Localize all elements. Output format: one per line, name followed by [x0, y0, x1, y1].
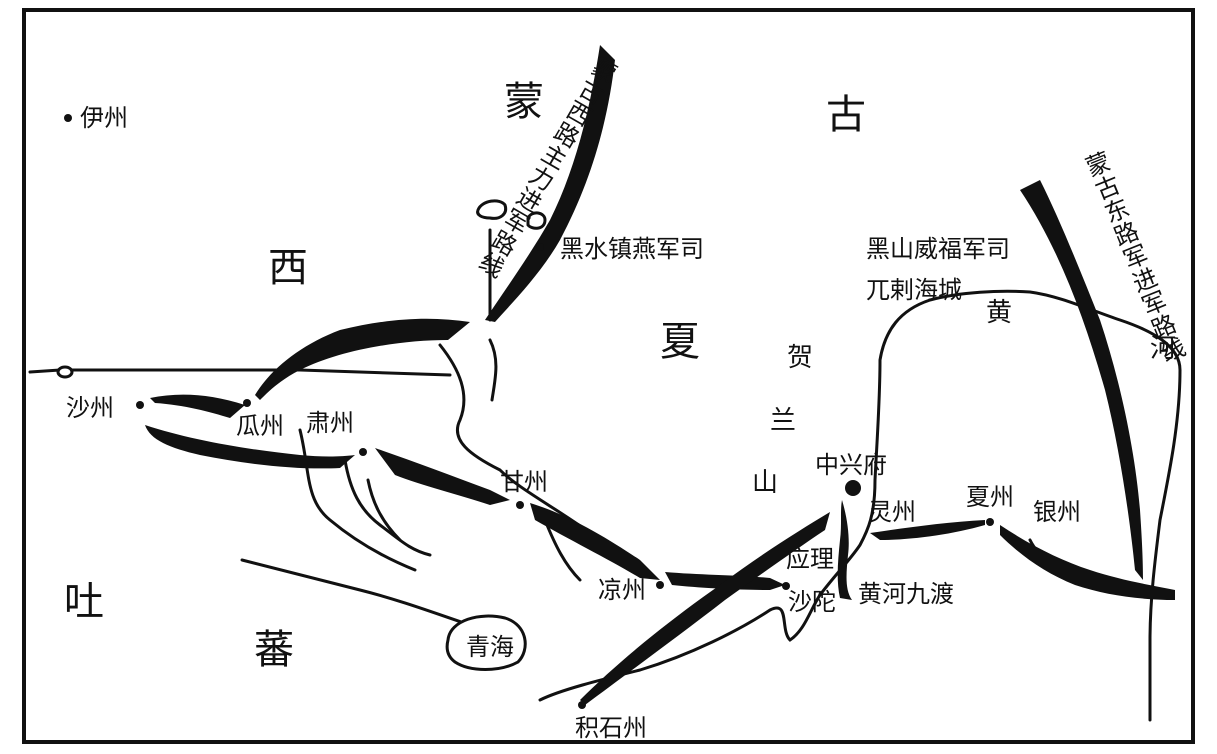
- city-dot-liangzhou: [656, 581, 664, 589]
- city-dot-yizhou: [64, 114, 72, 122]
- river-line: [488, 338, 498, 402]
- place-xiazhou: 夏州: [966, 483, 1014, 511]
- place-wucihai: 兀剌海城: [866, 276, 962, 304]
- arrow-to-yingli: [665, 572, 785, 590]
- river-label-huang: 黄: [986, 298, 1013, 328]
- city-dot-guazhou: [243, 399, 251, 407]
- arrow-jishi-north: [580, 512, 830, 705]
- region-xixia-2: 夏: [660, 319, 700, 365]
- place-shazhou: 沙州: [66, 394, 114, 422]
- region-tubo-1: 吐: [64, 579, 104, 625]
- region-xixia-1: 西: [268, 245, 308, 291]
- lakes: [56, 199, 547, 671]
- arrow-to-shazhou: [150, 394, 245, 418]
- region-mongol-2: 古: [826, 92, 866, 138]
- arrow-west-main: [485, 45, 615, 322]
- map-frame: [22, 8, 1195, 744]
- place-heishui: 黑水镇燕军司: [560, 235, 704, 263]
- arrow-xiazhou-lingzhou: [870, 520, 985, 540]
- yellow-river: [538, 289, 1182, 722]
- place-shatuo: 沙陀: [788, 588, 836, 616]
- place-liangzhou: 凉州: [598, 576, 646, 604]
- river-line: [366, 478, 402, 542]
- city-dot-ganzhou: [516, 501, 524, 509]
- city-dot-jishi: [578, 701, 586, 709]
- river-line: [240, 558, 472, 627]
- mountain-helan-1: 贺: [787, 343, 814, 373]
- place-lingzhou: 灵州: [868, 498, 916, 526]
- city-dots: [64, 114, 994, 709]
- city-dot-xiazhou: [986, 518, 994, 526]
- river-line: [28, 368, 452, 377]
- lake: [56, 365, 74, 379]
- arrow-to-guazhou: [255, 318, 470, 400]
- mountain-helan-2: 兰: [770, 406, 797, 436]
- lake: [476, 199, 508, 220]
- river-label-he: 河: [1150, 334, 1177, 364]
- place-yinzhou: 银州: [1033, 498, 1081, 526]
- attack-arrows: [145, 45, 1175, 705]
- river-line: [343, 458, 432, 557]
- arrow-to-liangzhou: [530, 503, 660, 580]
- qinghai-lake: [445, 614, 527, 671]
- region-tubo-2: 蕃: [254, 627, 294, 673]
- place-ganzhou: 甘州: [500, 468, 548, 496]
- city-dot-zhongxing: [845, 480, 861, 496]
- rivers: [28, 228, 1182, 722]
- city-dot-yingli: [782, 582, 790, 590]
- arrow-to-ganzhou: [375, 448, 510, 505]
- city-dot-suzhou: [359, 448, 367, 456]
- place-guazhou: 瓜州: [236, 412, 284, 440]
- river-line: [438, 343, 602, 542]
- city-dot-heishui: [536, 243, 544, 251]
- region-mongol-1: 蒙: [504, 79, 544, 125]
- place-suzhou: 肃州: [306, 409, 354, 437]
- place-yizhou: 伊州: [80, 104, 128, 132]
- place-zhongxing: 中兴府: [815, 451, 887, 479]
- place-jiudu: 黄河九渡: [858, 580, 954, 608]
- place-yingli: 应理: [786, 545, 834, 573]
- lake: [526, 211, 547, 230]
- arrow-near-lingzhou: [837, 500, 852, 600]
- mountain-helan-3: 山: [752, 468, 779, 498]
- place-qinghai: 青海: [466, 633, 514, 661]
- city-dot-shazhou: [136, 401, 144, 409]
- place-heishan: 黑山威福军司: [866, 235, 1010, 263]
- arrow-east-branch: [1000, 525, 1175, 600]
- place-jishi: 积石州: [575, 714, 647, 742]
- arrow-to-suzhou: [145, 425, 355, 469]
